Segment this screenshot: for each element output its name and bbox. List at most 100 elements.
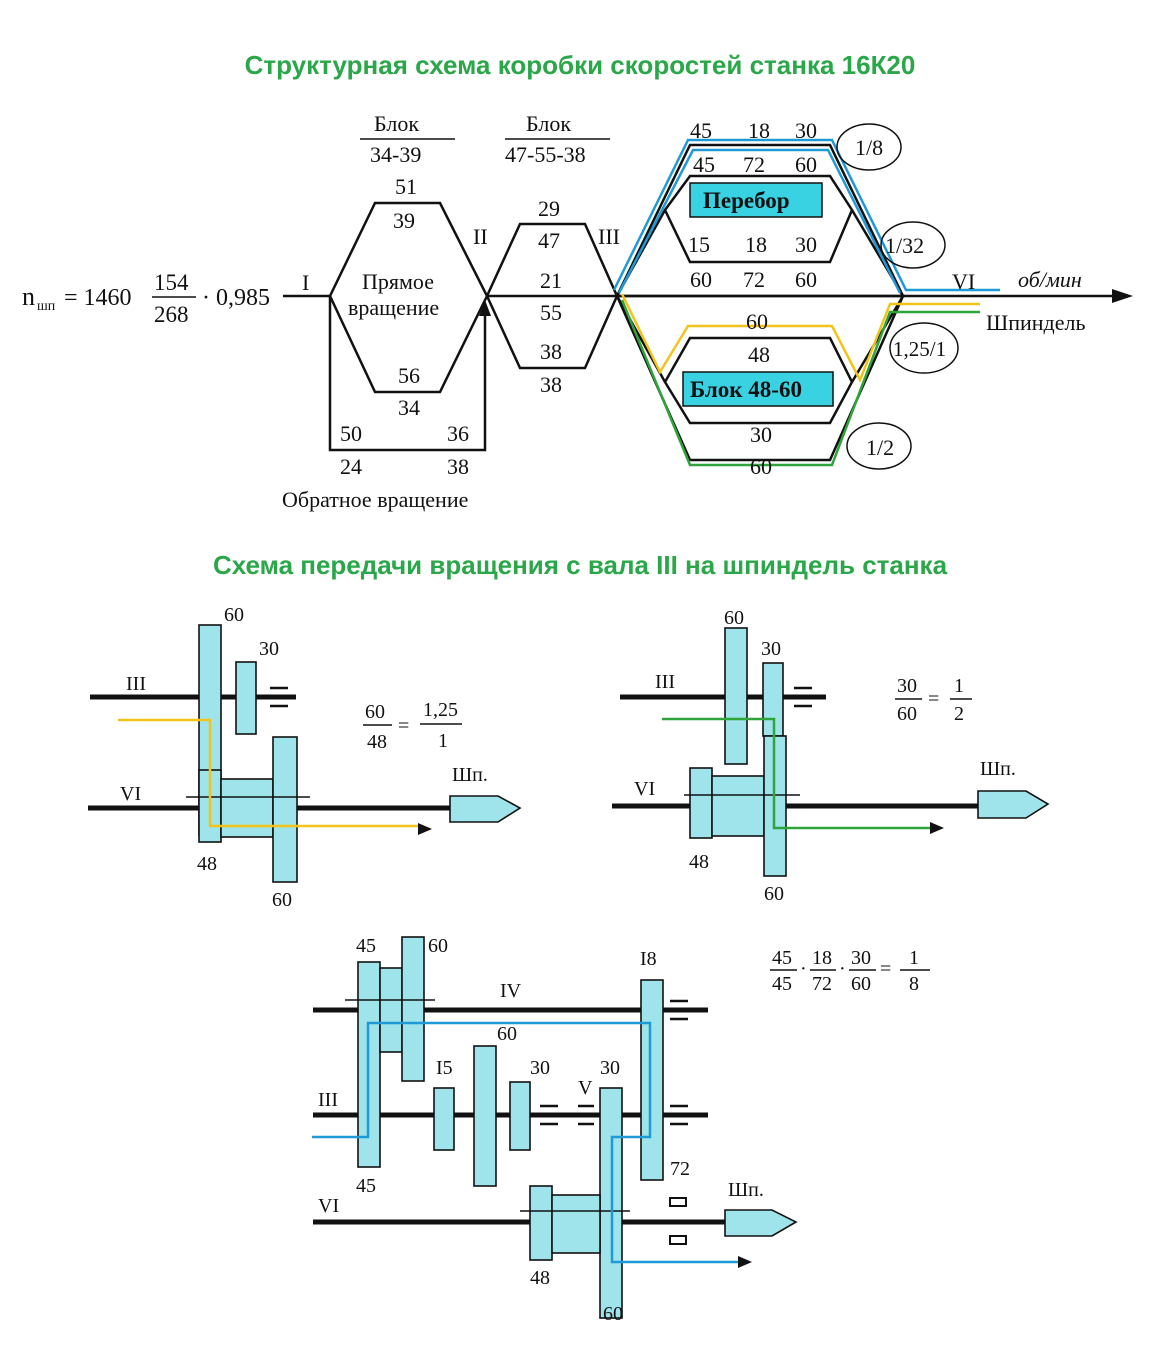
gear-39: 39 — [393, 208, 415, 233]
s1-label-30: 30 — [259, 638, 279, 660]
s1-gear-30 — [235, 661, 257, 735]
s2-label-60top: 60 — [724, 607, 744, 629]
ratio-1-32-circle — [880, 221, 946, 269]
reverse-arrow-head — [479, 300, 491, 316]
perebor-label: Перебор — [703, 188, 790, 213]
gear-55: 55 — [540, 300, 562, 325]
formula-den: 268 — [154, 302, 189, 327]
output-units: об/мин — [1018, 267, 1082, 292]
ratio-1-8-circle — [836, 123, 902, 171]
s3-label-30a: 30 — [530, 1057, 550, 1079]
scheme-60-48: III VI 60 30 48 60 Шп. 60 48 = 1,25 1 — [88, 604, 522, 911]
s2-label-VI: VI — [634, 778, 655, 800]
s3-gear-30a — [509, 1081, 531, 1151]
s3-f2n: 18 — [812, 947, 832, 969]
s1-ratio-res-num: 1,25 — [423, 699, 458, 721]
s3-bearing-10 — [669, 1235, 687, 1245]
s3-gear-15 — [433, 1087, 455, 1151]
s3-dot2: · — [839, 958, 846, 980]
s3-label-60a: 60 — [428, 935, 448, 957]
gear-38: 38 — [447, 454, 469, 479]
s1-label-60top: 60 — [224, 604, 244, 626]
ratio-125-circle — [889, 322, 959, 374]
s2-label-III: III — [655, 671, 675, 693]
s1-ratio-num: 60 — [365, 701, 385, 723]
s3-path — [312, 1021, 738, 1264]
formula-num: 154 — [154, 270, 189, 295]
s3-label-30b: 30 — [600, 1057, 620, 1079]
s3-label-72: 72 — [670, 1158, 690, 1180]
s1-hub — [220, 778, 274, 838]
s2-gear-48 — [689, 767, 713, 839]
ratio-1-2-circle — [846, 422, 912, 470]
gear-38a: 38 — [540, 339, 562, 364]
gear-47: 47 — [538, 228, 560, 253]
perebor-box — [689, 182, 823, 218]
s3-gear-18-72 — [640, 979, 664, 1181]
s3-f1d: 45 — [772, 973, 792, 995]
s2-hub — [711, 775, 765, 837]
direct-rotation-1: Прямое — [362, 269, 434, 294]
gear-34: 34 — [398, 395, 420, 420]
s3-gear-48 — [529, 1185, 553, 1261]
block2-label: Блок — [526, 111, 571, 136]
perebor-60c: 60 — [795, 267, 817, 292]
s1-label-48: 48 — [197, 853, 217, 875]
perebor-45a: 45 — [690, 118, 712, 143]
block1-label: Блок — [374, 111, 419, 136]
perebor-60a: 60 — [795, 152, 817, 177]
perebor-45b: 45 — [693, 152, 715, 177]
path-blue-2 — [617, 148, 902, 294]
s2-gear-60-top — [724, 627, 748, 765]
s3-f2d: 72 — [812, 973, 832, 995]
gear-50: 50 — [340, 421, 362, 446]
shaft-VI-label: VI — [952, 269, 975, 294]
shaft-II-label: II — [473, 224, 488, 249]
s3-spindle — [724, 1209, 798, 1237]
reverse-path — [328, 296, 487, 452]
gear-24: 24 — [340, 454, 362, 479]
block48-60bot: 60 — [750, 454, 772, 479]
s2-ratio-res-num: 1 — [954, 675, 964, 697]
s2-label-60: 60 — [764, 883, 784, 905]
block48-label: Блок 48-60 — [690, 377, 802, 402]
s3-label-45b: 45 — [356, 1175, 376, 1197]
block48-60top: 60 — [746, 309, 768, 334]
block2-range: 47-55-38 — [505, 142, 586, 167]
s2-label-48: 48 — [689, 851, 709, 873]
s3-arrow — [738, 1256, 752, 1268]
s3-label-IV: IV — [500, 980, 522, 1002]
s2-arrow — [930, 822, 944, 834]
s3-hub-IV — [379, 967, 403, 1053]
s3-gear-60-mid — [473, 1045, 497, 1187]
s2-label-spindle: Шп. — [980, 758, 1016, 780]
s3-label-V: V — [578, 1077, 593, 1099]
s1-ratio-res-den: 1 — [438, 730, 448, 752]
s2-ratio-den: 60 — [897, 703, 917, 725]
s3-rd: 8 — [909, 973, 919, 995]
s1-ratio-den: 48 — [367, 731, 387, 753]
s3-hub-VI — [551, 1194, 601, 1254]
direct-rotation-2: вращение — [348, 295, 439, 320]
path-green — [620, 299, 980, 467]
s2-label-30: 30 — [761, 638, 781, 660]
gear-56: 56 — [398, 363, 420, 388]
s2-ratio-res-den: 2 — [954, 703, 964, 725]
block48-48: 48 — [748, 342, 770, 367]
formula-sub: шп — [37, 299, 56, 314]
s3-bearing-9 — [669, 1197, 687, 1207]
ratio-1-32: 1/32 — [885, 233, 924, 258]
s3-label-15: I5 — [436, 1057, 453, 1079]
s1-gear-60 — [272, 736, 298, 883]
spindle-label: Шпиндель — [986, 310, 1085, 335]
formula-coef: · 0,985 — [202, 285, 270, 311]
block48-30: 30 — [750, 422, 772, 447]
s3-label-VI: VI — [318, 1195, 339, 1217]
s1-arrow — [418, 823, 432, 835]
s3-label-18: I8 — [640, 948, 657, 970]
s3-label-60c: 60 — [603, 1303, 623, 1325]
s3-label-spindle: Шп. — [728, 1179, 764, 1201]
s1-label-60: 60 — [272, 889, 292, 911]
s2-path — [662, 717, 930, 830]
